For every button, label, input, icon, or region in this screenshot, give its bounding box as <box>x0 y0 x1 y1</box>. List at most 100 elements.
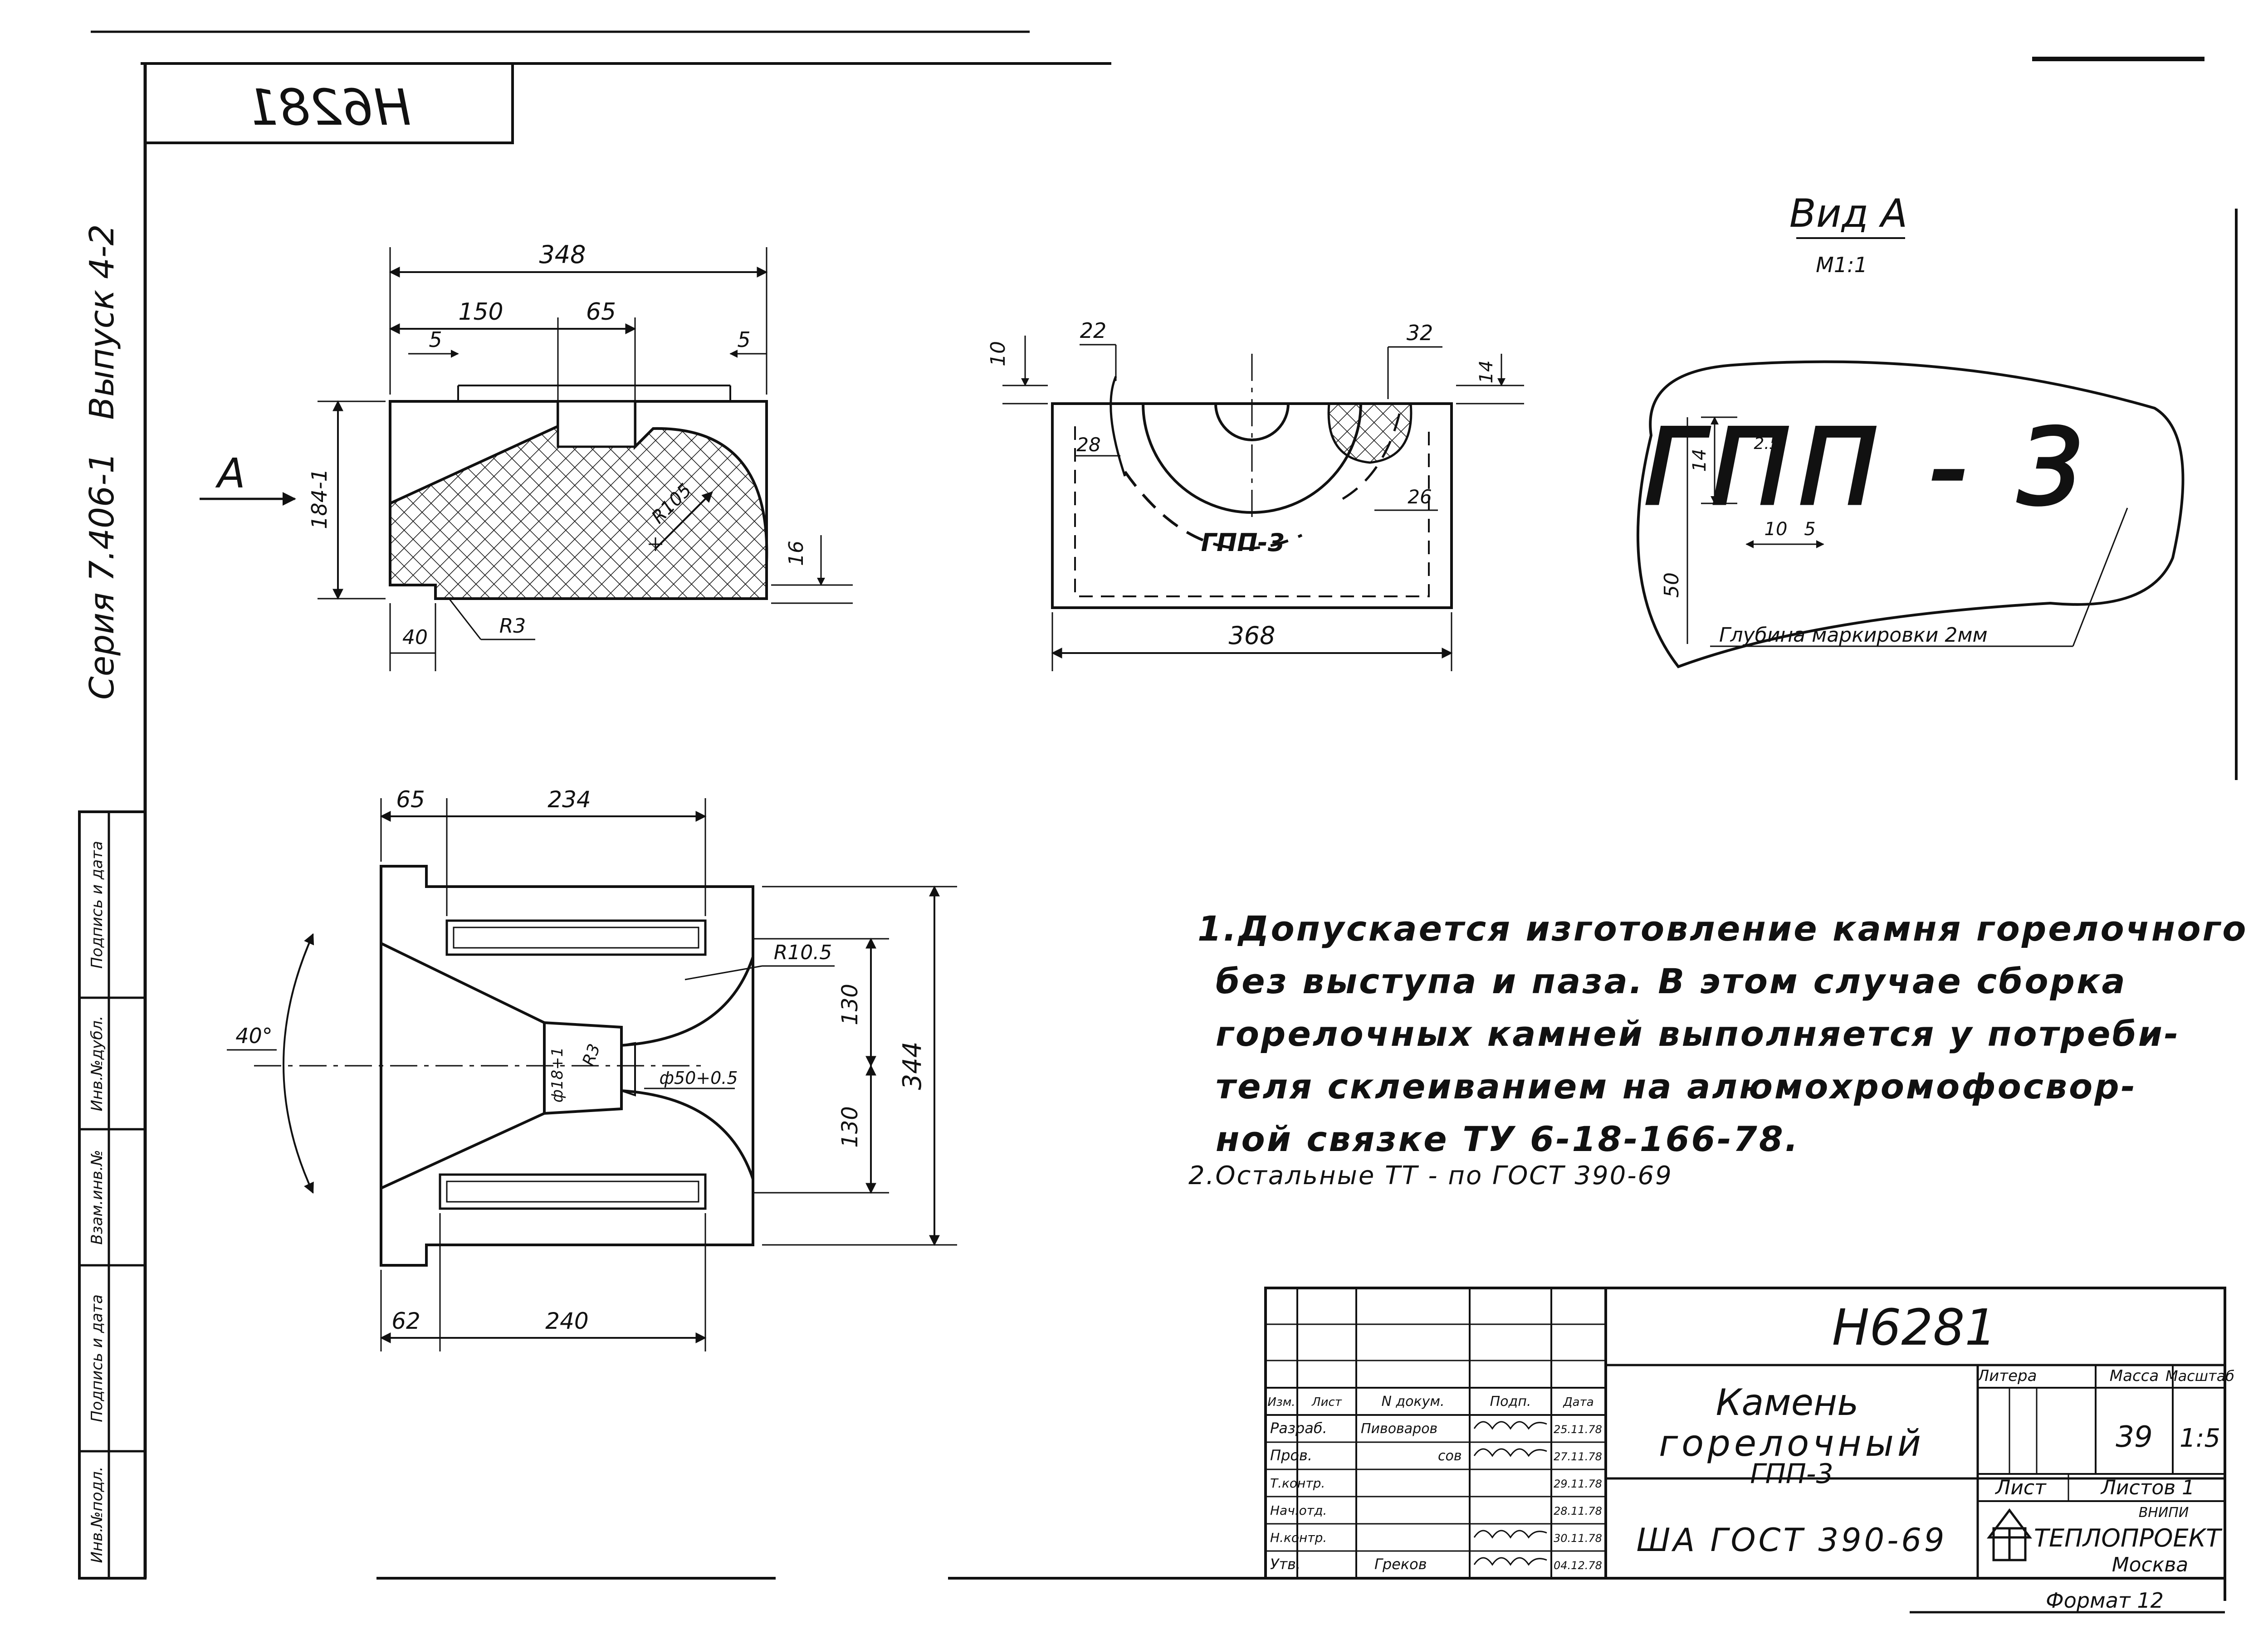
name-1: Пивоваров <box>1361 1421 1437 1437</box>
name-2: сов <box>1438 1448 1462 1464</box>
title-block-mass: 39 <box>2116 1420 2152 1454</box>
view-a-arrow-label: А <box>215 450 245 498</box>
date-6: 04.12.78 <box>1554 1559 1602 1572</box>
section-dim-r3: R3 <box>579 1042 604 1068</box>
dim-r3: R3 <box>499 615 526 638</box>
margin-field-3: Взам.инв.№ <box>88 1150 106 1244</box>
view-a-dim-25: 2.5 <box>1754 434 1779 453</box>
section-dim-240: 240 <box>545 1308 588 1334</box>
view-a-depth-note: Глубина маркировки 2мм <box>1719 624 1988 647</box>
title-block-name-3: ГПП-3 <box>1750 1458 1833 1490</box>
title-block-org-small: ВНИПИ <box>2139 1505 2189 1521</box>
view-a-arrow: А <box>200 450 296 506</box>
front-dim-32: 32 <box>1407 321 1433 345</box>
title-block: H6281 Камень горелочный ГПП-3 ША ГОСТ 39… <box>1264 1287 2234 1613</box>
view-a-marking: ГПП - 3 <box>1644 407 2093 528</box>
dim-65: 65 <box>586 298 616 326</box>
title-block-code: H6281 <box>1832 1298 1997 1356</box>
margin-field-5: Подпись и дата <box>88 841 106 969</box>
title-block-city: Москва <box>2112 1553 2189 1576</box>
date-1: 25.11.78 <box>1554 1423 1602 1436</box>
dim-184: 184-1 <box>307 468 332 529</box>
left-margin: Серия 7.406-1 Выпуск 4-2 Инв.№подл. Подп… <box>78 224 147 1580</box>
title-block-col-litera: Литера <box>1977 1367 2037 1385</box>
section-dim-234: 234 <box>547 786 591 813</box>
section-dim-d50: ф50+0.5 <box>659 1068 738 1088</box>
title-block-material: ША ГОСТ 390-69 <box>1637 1522 1947 1559</box>
title-block-format: Формат 12 <box>2046 1588 2164 1613</box>
section-dim-130-top: 130 <box>837 984 863 1025</box>
section-dim-65: 65 <box>396 786 425 813</box>
section-dim-62: 62 <box>391 1308 420 1334</box>
title-block-name-2: горелочный <box>1659 1422 1925 1464</box>
dim-5-right: 5 <box>737 327 750 352</box>
role-6: Утв. <box>1270 1556 1300 1573</box>
section-view: 65 234 40° R10.5 130 130 344 R3 ф18+1 ф5… <box>227 786 957 1351</box>
technical-notes: 1.Допускается изготовление камня горелоч… <box>1198 902 2248 1166</box>
header-izm: Изм. <box>1267 1395 1295 1409</box>
note-2: 2.Остальные ТТ - по ГОСТ 390-69 <box>1188 1161 1673 1190</box>
note-line-5: ной связке ТУ 6-18-166-78. <box>1216 1119 1800 1159</box>
view-a-title: Вид А <box>1789 191 1908 236</box>
dim-40: 40 <box>402 626 428 649</box>
issue-label: Выпуск 4-2 <box>83 224 122 419</box>
header-list: Лист <box>1311 1395 1342 1409</box>
note-line-3: горелочных камней выполняется у потреби- <box>1216 1014 2180 1054</box>
date-3: 29.11.78 <box>1554 1478 1602 1490</box>
view-a-detail: Вид А М1:1 ГПП - 3 14 2.5 10 5 50 Глубин… <box>1636 191 2185 668</box>
section-dim-130-bottom: 130 <box>837 1106 863 1148</box>
name-6: Греков <box>1374 1556 1427 1573</box>
date-5: 30.11.78 <box>1554 1532 1602 1545</box>
front-dim-14: 14 <box>1476 361 1497 384</box>
sheet-frame <box>91 30 2238 1614</box>
role-2: Пров. <box>1270 1447 1312 1464</box>
title-block-sheets: Листов 1 <box>2100 1476 2195 1499</box>
front-dim-28: 28 <box>1076 434 1100 456</box>
role-4: Нач.отд. <box>1270 1503 1327 1518</box>
title-block-org-name: ТЕПЛОПРОЕКТ <box>2034 1524 2223 1552</box>
view-a-scale: М1:1 <box>1816 253 1867 277</box>
section-dim-40deg: 40° <box>235 1024 273 1048</box>
front-dim-10: 10 <box>987 341 1010 366</box>
signatures <box>1473 1421 1547 1566</box>
view-a-dim-50: 50 <box>1660 572 1683 598</box>
front-marking: ГПП-3 <box>1201 528 1285 557</box>
role-1: Разраб. <box>1270 1419 1327 1437</box>
mirrored-stamp: H6281 <box>144 62 514 144</box>
margin-field-4: Инв.№дубл. <box>88 1015 106 1111</box>
title-block-col-scale: Масштаб <box>2165 1367 2234 1385</box>
margin-field-2: Подпись и дата <box>88 1294 106 1422</box>
date-2: 27.11.78 <box>1554 1450 1602 1463</box>
org-logo-icon <box>1987 1508 2032 1561</box>
section-dim-d18: ф18+1 <box>548 1047 567 1102</box>
front-view: ГПП-3 10 22 32 14 28 26 368 <box>987 318 1524 671</box>
title-block-col-mass: Масса <box>2110 1367 2159 1385</box>
front-dim-368: 368 <box>1228 621 1275 650</box>
date-4: 28.11.78 <box>1554 1505 1602 1517</box>
header-sign: Подп. <box>1490 1394 1531 1410</box>
front-dim-22: 22 <box>1080 318 1107 343</box>
note-line-2: без выступа и паза. В этом случае сборка <box>1216 961 2127 1001</box>
title-block-sheet: Лист <box>1994 1476 2047 1499</box>
top-view: 348 150 65 5 5 184-1 R105 16 40 R3 <box>307 240 853 671</box>
title-block-name-1: Камень <box>1716 1381 1859 1424</box>
title-block-scale: 1:5 <box>2180 1424 2220 1453</box>
note-line-1: 1.Допускается изготовление камня горелоч… <box>1198 908 2248 949</box>
dim-150: 150 <box>458 298 503 326</box>
dim-348: 348 <box>539 240 586 269</box>
header-ndoc: N докум. <box>1381 1394 1444 1410</box>
note-line-4: теля склеиванием на алюмохромофосвор- <box>1216 1066 2137 1107</box>
view-a-dim-10: 10 <box>1765 519 1788 540</box>
front-dim-26: 26 <box>1408 486 1432 508</box>
stamp-code: H6281 <box>247 78 411 137</box>
view-a-dim-14: 14 <box>1689 449 1710 472</box>
role-5: Н.контр. <box>1270 1530 1327 1545</box>
header-date: Дата <box>1563 1395 1593 1409</box>
dim-5-left: 5 <box>429 327 442 352</box>
section-dim-344: 344 <box>898 1042 927 1090</box>
role-3: Т.контр. <box>1270 1476 1325 1491</box>
dim-16: 16 <box>785 541 808 566</box>
margin-field-1: Инв.№подл. <box>88 1467 106 1563</box>
series-label: Серия 7.406-1 <box>83 452 122 700</box>
